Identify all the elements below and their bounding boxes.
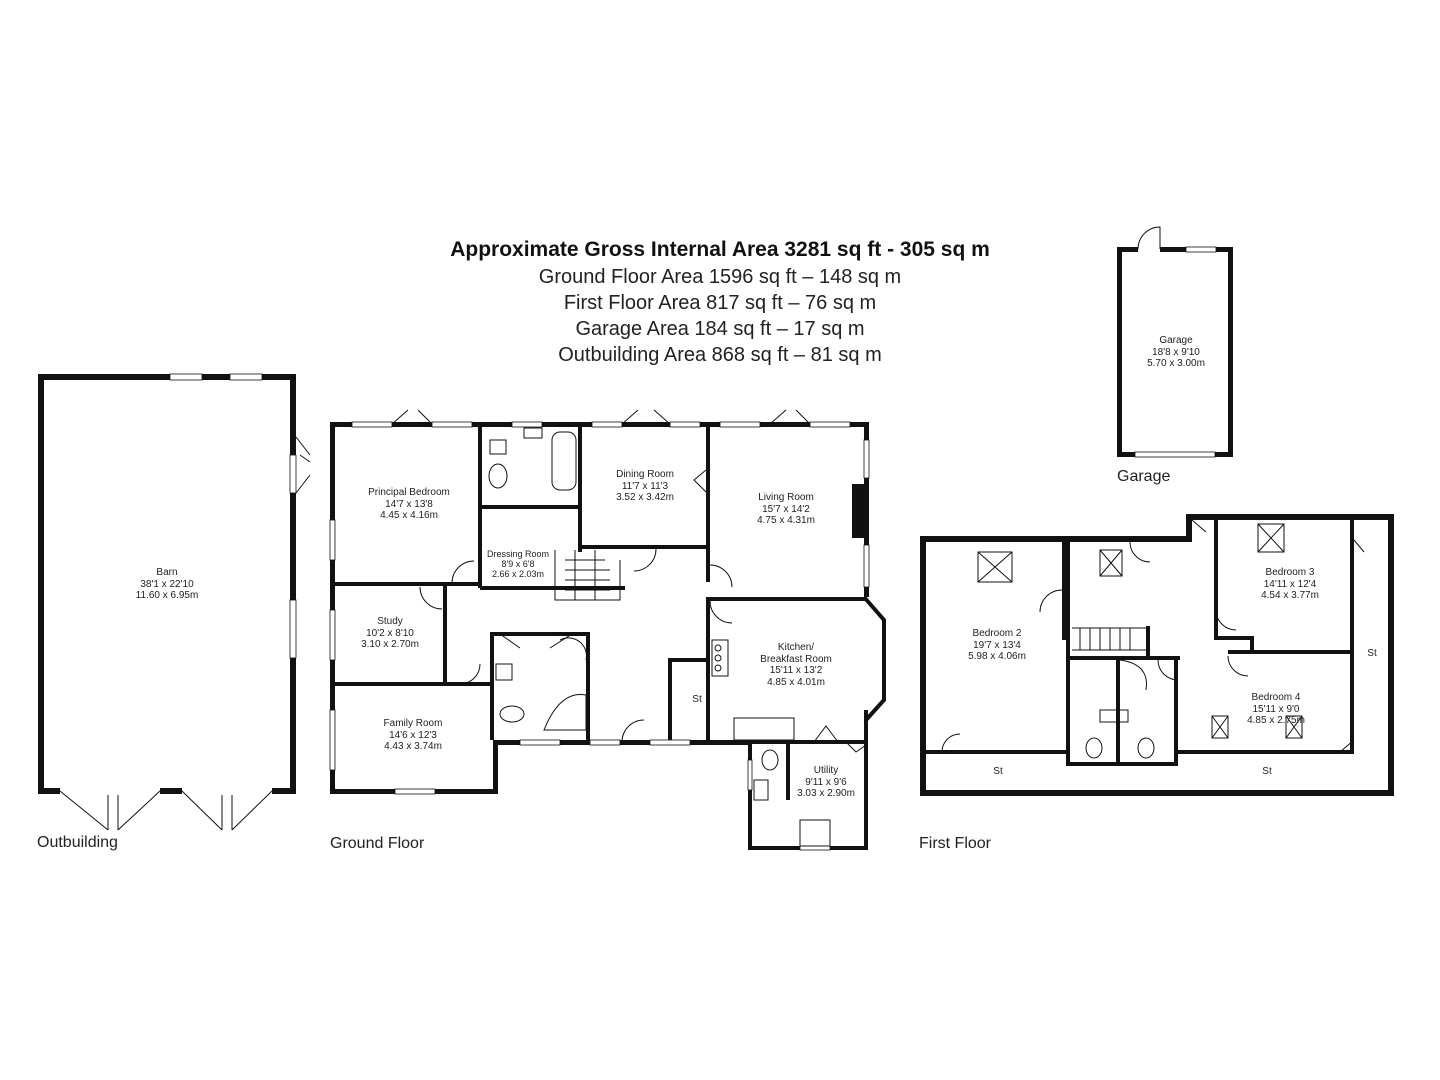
gross-area-title: Approximate Gross Internal Area 3281 sq … xyxy=(450,238,990,261)
room-utility: Utility 9'11 x 9'6 3.03 x 2.90m xyxy=(797,765,855,800)
room-metric: 2.66 x 2.03m xyxy=(491,569,545,579)
room-name-line2: Breakfast Room xyxy=(760,653,832,665)
garage-plan xyxy=(1117,226,1233,458)
room-metric: 4.85 x 2.75m xyxy=(1247,715,1305,726)
room-imperial: 14'6 x 12'3 xyxy=(389,729,437,741)
room-name: Bedroom 3 xyxy=(1265,567,1315,578)
room-metric: 3.52 x 3.42m xyxy=(616,492,674,503)
room-imperial: 15'11 x 9'0 xyxy=(1252,703,1300,715)
room-name: Bedroom 2 xyxy=(972,628,1022,639)
room-metric: 3.10 x 2.70m xyxy=(361,639,419,650)
outbuilding-label: Outbuilding xyxy=(37,834,118,851)
room-study: Study 10'2 x 8'10 3.10 x 2.70m xyxy=(361,616,419,651)
room-name: Living Room xyxy=(758,492,814,503)
room-name: Bedroom 4 xyxy=(1251,692,1301,703)
room-metric: 4.45 x 4.16m xyxy=(380,510,438,521)
room-bedroom-2: Bedroom 2 19'7 x 13'4 5.98 x 4.06m xyxy=(968,628,1026,663)
room-name: Garage xyxy=(1159,335,1193,346)
room-principal-bedroom: Principal Bedroom 14'7 x 13'8 4.45 x 4.1… xyxy=(368,487,450,522)
room-family-room: Family Room 14'6 x 12'3 4.43 x 3.74m xyxy=(384,718,443,753)
room-imperial: 14'7 x 13'8 xyxy=(385,498,433,510)
room-imperial: 15'7 x 14'2 xyxy=(762,503,810,515)
room-metric: 4.54 x 3.77m xyxy=(1261,590,1319,601)
storage-label: St xyxy=(692,694,702,705)
room-garage: Garage 18'8 x 9'10 5.70 x 3.00m xyxy=(1147,335,1205,370)
room-imperial: 38'1 x 22'10 xyxy=(140,578,194,590)
room-name: Dressing Room xyxy=(486,549,550,559)
storage-label: St xyxy=(1367,648,1377,659)
room-dressing-room: Dressing Room 8'9 x 6'8 2.66 x 2.03m xyxy=(487,549,549,579)
room-name: Principal Bedroom xyxy=(368,487,450,498)
storage-label: St xyxy=(1262,766,1272,777)
outbuilding-plan xyxy=(38,373,311,831)
room-metric: 4.75 x 4.31m xyxy=(757,515,815,526)
room-living-room: Living Room 15'7 x 14'2 4.75 x 4.31m xyxy=(757,492,815,527)
room-kitchen: Kitchen/ Breakfast Room 15'11 x 13'2 4.8… xyxy=(760,642,832,688)
garage-floor-label: Garage xyxy=(1117,468,1171,485)
first-floor-label: First Floor xyxy=(919,835,991,852)
first-floor-area: First Floor Area 817 sq ft – 76 sq m xyxy=(563,292,877,314)
room-metric: 4.85 x 4.01m xyxy=(767,676,825,688)
area-summary: Approximate Gross Internal Area 3281 sq … xyxy=(370,236,1070,368)
room-imperial: 19'7 x 13'4 xyxy=(973,639,1021,651)
room-imperial: 8'9 x 6'8 xyxy=(501,559,535,569)
first-floor-plan xyxy=(920,514,1394,796)
room-metric: 11.60 x 6.95m xyxy=(135,590,199,601)
room-bedroom-4: Bedroom 4 15'11 x 9'0 4.85 x 2.75m xyxy=(1247,692,1305,727)
room-name: Kitchen/ xyxy=(777,642,815,653)
room-name: Utility xyxy=(813,765,839,776)
ground-floor-plan xyxy=(299,409,886,851)
room-imperial: 15'11 x 13'2 xyxy=(769,665,823,676)
room-imperial: 18'8 x 9'10 xyxy=(1152,346,1200,358)
room-barn: Barn 38'1 x 22'10 11.60 x 6.95m xyxy=(136,567,199,602)
outbuilding-area: Outbuilding Area 868 sq ft – 81 sq m xyxy=(558,344,882,366)
room-name: Family Room xyxy=(383,718,443,729)
room-dining-room: Dining Room 11'7 x 11'3 3.52 x 3.42m xyxy=(616,469,674,504)
storage-label: St xyxy=(993,766,1003,777)
room-bedroom-3: Bedroom 3 14'11 x 12'4 4.54 x 3.77m xyxy=(1261,567,1319,602)
room-metric: 3.03 x 2.90m xyxy=(797,788,855,799)
room-name: Study xyxy=(377,616,403,627)
room-imperial: 14'11 x 12'4 xyxy=(1263,578,1317,590)
room-metric: 5.98 x 4.06m xyxy=(968,651,1026,662)
room-metric: 5.70 x 3.00m xyxy=(1147,358,1205,369)
room-imperial: 11'7 x 11'3 xyxy=(621,480,669,492)
room-metric: 4.43 x 3.74m xyxy=(384,741,442,752)
garage-area: Garage Area 184 sq ft – 17 sq m xyxy=(575,318,865,340)
ground-floor-label: Ground Floor xyxy=(330,835,425,852)
ground-floor-area: Ground Floor Area 1596 sq ft – 148 sq m xyxy=(538,266,902,288)
room-imperial: 9'11 x 9'6 xyxy=(805,776,847,788)
room-name: Dining Room xyxy=(616,469,674,480)
room-name: Barn xyxy=(156,567,178,578)
room-imperial: 10'2 x 8'10 xyxy=(366,627,414,639)
